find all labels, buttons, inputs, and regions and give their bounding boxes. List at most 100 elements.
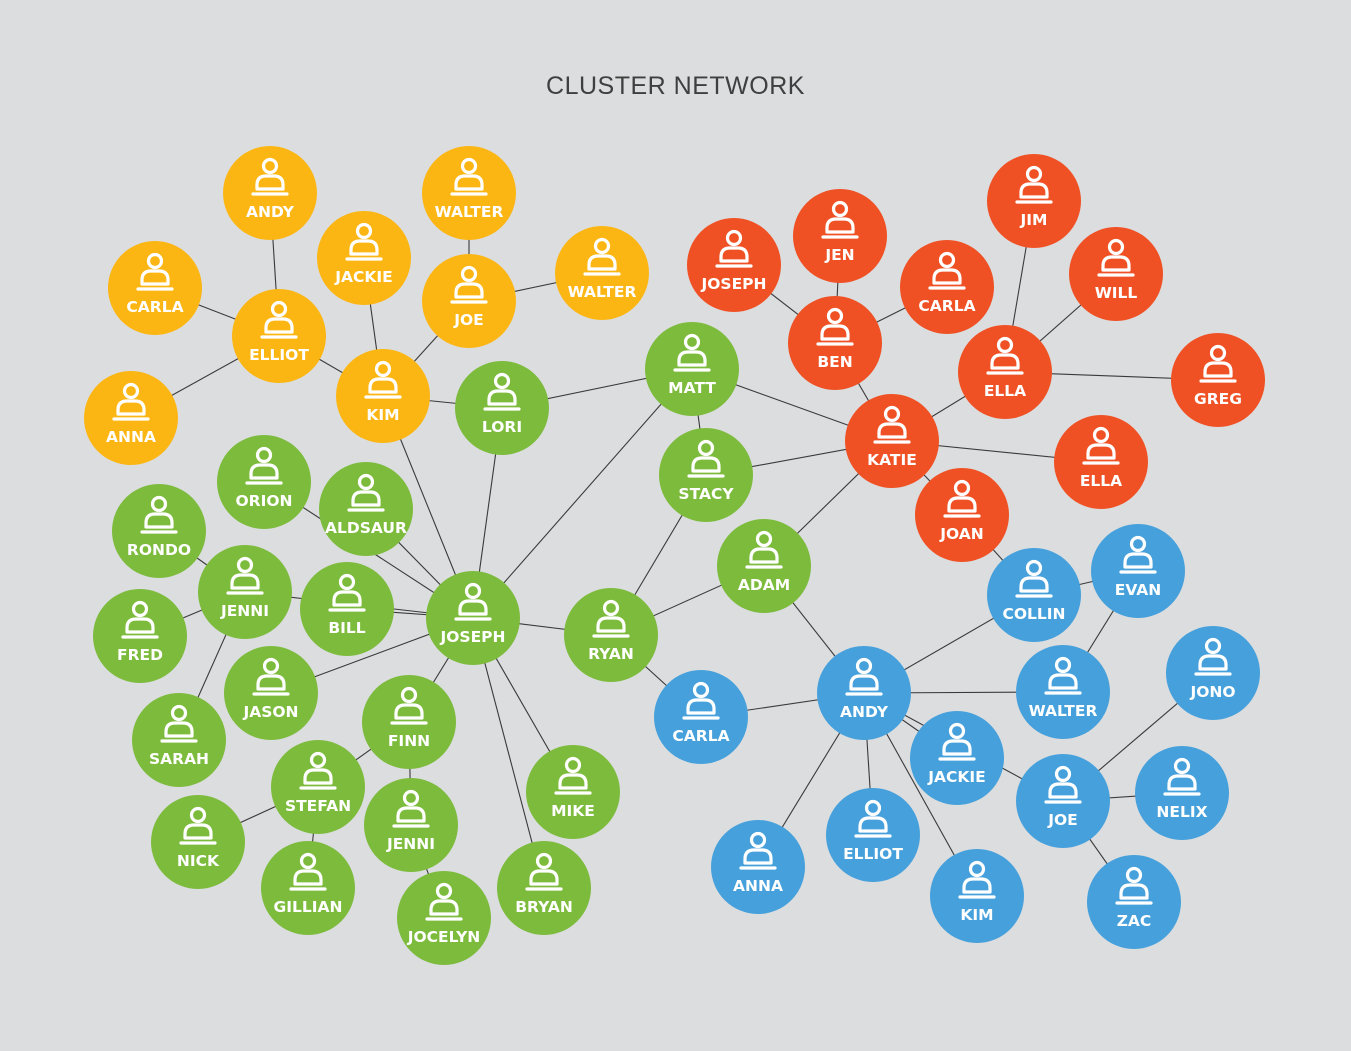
node-finn-green: FINN: [362, 675, 456, 769]
node-label: JOE: [1047, 811, 1078, 829]
node-label: ANDY: [840, 703, 889, 721]
node-label: NELIX: [1156, 803, 1207, 821]
node-label: GREG: [1194, 390, 1242, 408]
person-icon: [1194, 637, 1232, 676]
node-stacy-green: STACY: [659, 428, 753, 522]
node-joe-yellow: JOE: [422, 254, 516, 348]
node-label: RYAN: [588, 645, 634, 663]
person-icon: [121, 600, 159, 639]
node-label: JACKIE: [927, 768, 986, 786]
node-kim-yellow: KIM: [336, 349, 430, 443]
node-adam-green: ADAM: [717, 519, 811, 613]
person-icon: [390, 686, 428, 725]
person-icon: [483, 372, 521, 411]
person-icon: [928, 251, 966, 290]
node-kim-blue: KIM: [930, 849, 1024, 943]
node-will-red: WILL: [1069, 227, 1163, 321]
node-bryan-green: BRYAN: [497, 841, 591, 935]
person-icon: [260, 300, 298, 339]
node-label: EVAN: [1115, 581, 1162, 599]
person-icon: [392, 789, 430, 828]
person-icon: [1163, 757, 1201, 796]
person-icon: [226, 556, 264, 595]
node-label: JENNI: [220, 602, 269, 620]
person-icon: [1097, 238, 1135, 277]
person-icon: [1015, 559, 1053, 598]
node-label: BRYAN: [515, 898, 573, 916]
node-carla-blue: CARLA: [654, 670, 748, 764]
node-label: STEFAN: [285, 797, 351, 815]
node-label: WALTER: [568, 283, 637, 301]
person-icon: [245, 446, 283, 485]
node-label: MIKE: [551, 802, 595, 820]
node-label: LORI: [482, 418, 522, 436]
node-elliot-yellow: ELLIOT: [232, 289, 326, 383]
person-icon: [299, 751, 337, 790]
node-label: CARLA: [918, 297, 975, 315]
person-icon: [1119, 535, 1157, 574]
node-gillian-green: GILLIAN: [261, 841, 355, 935]
node-label: ANDY: [246, 203, 295, 221]
node-label: WILL: [1095, 284, 1138, 302]
person-icon: [364, 360, 402, 399]
diagram-title: CLUSTER NETWORK: [546, 72, 805, 100]
node-andy-yellow: ANDY: [223, 146, 317, 240]
node-label: KATIE: [867, 451, 917, 469]
person-icon: [1015, 165, 1053, 204]
node-label: ELLIOT: [843, 845, 903, 863]
node-evan-blue: EVAN: [1091, 524, 1185, 618]
node-bill-green: BILL: [300, 562, 394, 656]
node-carla-yellow: CARLA: [108, 241, 202, 335]
node-ryan-green: RYAN: [564, 588, 658, 682]
node-jim-red: JIM: [987, 154, 1081, 248]
person-icon: [1044, 765, 1082, 804]
node-label: RONDO: [127, 541, 191, 559]
person-icon: [1044, 656, 1082, 695]
node-label: GILLIAN: [274, 898, 343, 916]
node-walter-yellow: WALTER: [555, 226, 649, 320]
person-icon: [1082, 426, 1120, 465]
node-anna-blue: ANNA: [711, 820, 805, 914]
node-andy-blue: ANDY: [817, 646, 911, 740]
node-label: ELLA: [1080, 472, 1122, 490]
node-label: BEN: [817, 353, 852, 371]
person-icon: [739, 831, 777, 870]
node-label: ANNA: [106, 428, 156, 446]
node-label: JOAN: [939, 525, 984, 543]
node-jason-green: JASON: [224, 646, 318, 740]
person-icon: [450, 265, 488, 304]
node-katie-red: KATIE: [845, 394, 939, 488]
person-icon: [112, 382, 150, 421]
node-label: FRED: [117, 646, 163, 664]
node-walter-blue: WALTER: [1016, 645, 1110, 739]
node-label: CARLA: [126, 298, 183, 316]
person-icon: [1115, 866, 1153, 905]
node-jocelyn-green: JOCELYN: [397, 871, 491, 965]
node-ben-red: BEN: [788, 296, 882, 390]
person-icon: [160, 704, 198, 743]
person-icon: [938, 722, 976, 761]
person-icon: [347, 473, 385, 512]
node-mike-green: MIKE: [526, 745, 620, 839]
person-icon: [592, 599, 630, 638]
node-label: BILL: [328, 619, 365, 637]
node-label: ADAM: [738, 576, 790, 594]
person-icon: [687, 439, 725, 478]
person-icon: [1199, 344, 1237, 383]
node-matt-green: MATT: [645, 322, 739, 416]
node-joseph-red: JOSEPH: [687, 218, 781, 312]
node-anna-yellow: ANNA: [84, 371, 178, 465]
person-icon: [525, 852, 563, 891]
node-label: JEN: [824, 246, 854, 264]
person-icon: [554, 756, 592, 795]
node-label: ZAC: [1117, 912, 1152, 930]
node-jackie-yellow: JACKIE: [317, 211, 411, 305]
person-icon: [425, 882, 463, 921]
node-jono-blue: JONO: [1166, 626, 1260, 720]
person-icon: [454, 582, 492, 621]
node-ella-red: ELLA: [1054, 415, 1148, 509]
person-icon: [821, 200, 859, 239]
node-label: WALTER: [1029, 702, 1098, 720]
person-icon: [958, 860, 996, 899]
node-aldsaur-green: ALDSAUR: [319, 462, 413, 556]
